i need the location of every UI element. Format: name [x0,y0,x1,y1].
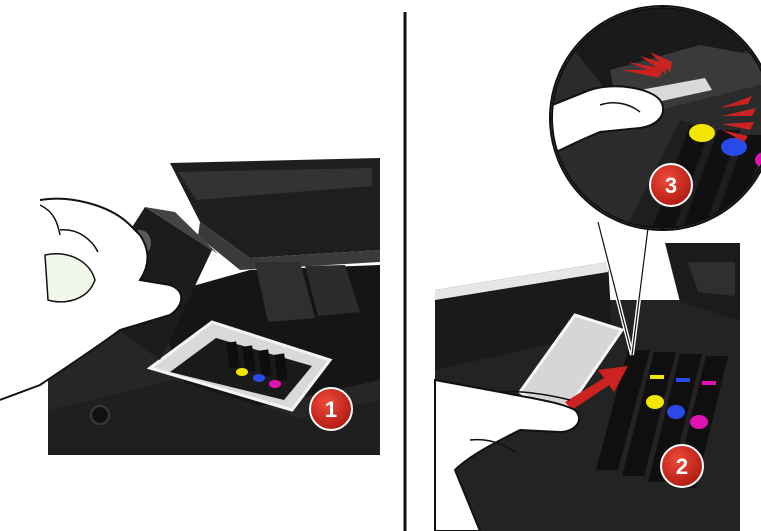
right-panel [435,0,761,531]
step-badge-1: 1 [310,388,352,430]
step-label-3: 3 [665,173,677,198]
step-badge-3: 3 [650,164,692,206]
step-label-1: 1 [325,397,337,422]
yellow-ink-dot-zoom [689,124,715,142]
printer-button [91,406,109,424]
zoom-callout [540,0,761,240]
blue-ink-dot [253,374,265,382]
step-badge-2: 2 [661,445,703,487]
yellow-ink-dot-right [646,395,664,409]
yellow-ink-dot [236,368,248,376]
blue-ink-dot-right [667,405,685,419]
step-label-2: 2 [676,454,688,479]
magenta-ink-dot-right [690,415,708,429]
magenta-ink-dot [269,380,281,388]
